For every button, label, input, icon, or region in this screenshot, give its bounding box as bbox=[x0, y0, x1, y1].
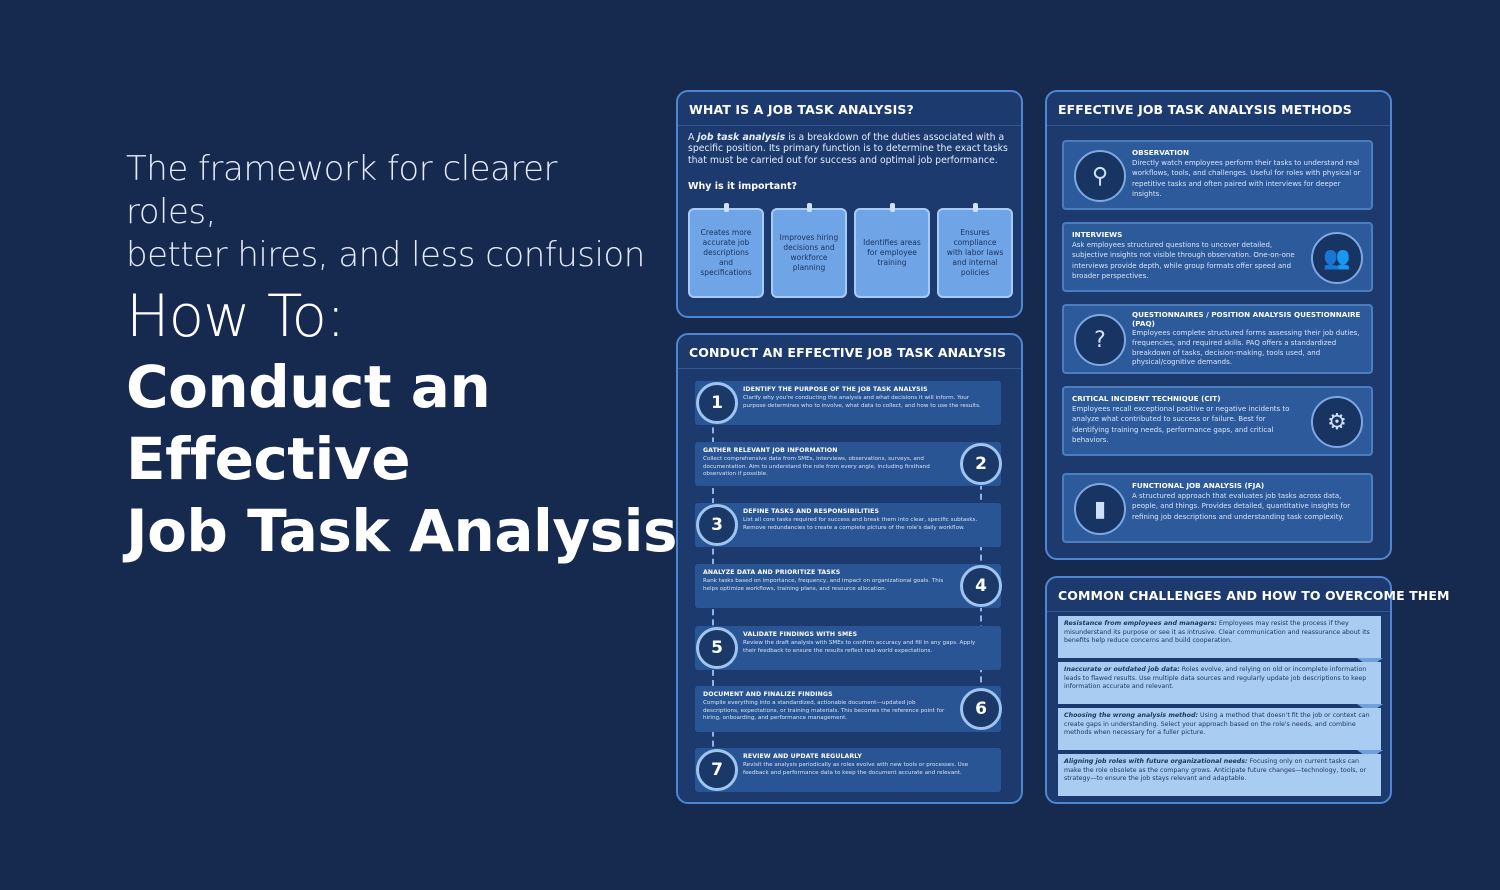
method-desc: Employees complete structured forms asse… bbox=[1132, 329, 1360, 367]
step-card: GATHER RELEVANT JOB INFORMATION Collect … bbox=[695, 442, 1001, 486]
challenge-text: Using a method that doesn't fit the job … bbox=[1064, 712, 1370, 737]
challenge-text: Focusing only on current tasks can make … bbox=[1064, 758, 1367, 783]
method-card-cit: ⚙ CRITICAL INCIDENT TECHNIQUE (CIT) Empl… bbox=[1062, 386, 1373, 456]
method-card-interviews: 👥 INTERVIEWS Ask employees structured qu… bbox=[1062, 222, 1373, 292]
intro-prefix: A bbox=[688, 132, 698, 143]
challenge-item: Resistance from employees and managers: … bbox=[1058, 616, 1383, 667]
method-card-observation: ⚲ OBSERVATION Directly watch employees p… bbox=[1062, 140, 1373, 210]
method-desc: A structured approach that evaluates job… bbox=[1132, 492, 1351, 521]
conduct-panel: CONDUCT AN EFFECTIVE JOB TASK ANALYSIS I… bbox=[676, 333, 1023, 804]
reason-card: Identifies areas for employee training bbox=[854, 203, 930, 298]
step-number-badge: 4 bbox=[960, 565, 1002, 607]
step-title: IDENTIFY THE PURPOSE OF THE JOB TASK ANA… bbox=[743, 386, 928, 393]
step-card: DEFINE TASKS AND RESPONSIBILITIES List a… bbox=[695, 503, 1001, 547]
methods-title: EFFECTIVE JOB TASK ANALYSIS METHODS bbox=[1047, 92, 1390, 126]
tagline-line-1: The framework for clearer roles, bbox=[126, 149, 558, 232]
what-is-panel: WHAT IS A JOB TASK ANALYSIS? A job task … bbox=[676, 90, 1023, 318]
what-is-intro: A job task analysis is a breakdown of th… bbox=[688, 132, 1013, 166]
reason-card: Creates more accurate job descriptions a… bbox=[688, 203, 764, 298]
step-title: DOCUMENT AND FINALIZE FINDINGS bbox=[703, 691, 833, 698]
method-title: INTERVIEWS bbox=[1072, 230, 1123, 239]
intro-rest: is a breakdown of the duties associated … bbox=[688, 132, 1008, 166]
step-number-badge: 1 bbox=[696, 382, 738, 424]
reason-text: Creates more accurate job descriptions a… bbox=[700, 228, 752, 277]
step-number-badge: 7 bbox=[696, 749, 738, 791]
method-title: FUNCTIONAL JOB ANALYSIS (FJA) bbox=[1132, 481, 1265, 490]
gear-alert-icon: ⚙ bbox=[1311, 396, 1363, 448]
challenge-label: Inaccurate or outdated job data: bbox=[1064, 666, 1180, 673]
step-card: REVIEW AND UPDATE REGULARLY Revisit the … bbox=[695, 748, 1001, 792]
magnifier-icon: ⚲ bbox=[1074, 150, 1126, 202]
method-card-fja: ▮ FUNCTIONAL JOB ANALYSIS (FJA) A struct… bbox=[1062, 473, 1373, 543]
step-card: VALIDATE FINDINGS WITH SMES Review the d… bbox=[695, 626, 1001, 670]
challenge-item: Inaccurate or outdated job data: Roles e… bbox=[1058, 662, 1383, 713]
pin-icon bbox=[724, 203, 729, 212]
pin-icon bbox=[807, 203, 812, 212]
step-title: DEFINE TASKS AND RESPONSIBILITIES bbox=[743, 508, 880, 515]
reason-card: Ensures compliance with labor laws and i… bbox=[937, 203, 1013, 298]
pin-icon bbox=[890, 203, 895, 212]
step-card: ANALYZE DATA AND PRIORITIZE TASKS Rank t… bbox=[695, 564, 1001, 608]
method-title: CRITICAL INCIDENT TECHNIQUE (CIT) bbox=[1072, 394, 1221, 403]
challenges-panel: COMMON CHALLENGES AND HOW TO OVERCOME TH… bbox=[1045, 576, 1449, 804]
questionnaire-icon: ? bbox=[1074, 314, 1126, 366]
step-number-badge: 5 bbox=[696, 627, 738, 669]
challenges-title: COMMON CHALLENGES AND HOW TO OVERCOME TH… bbox=[1047, 578, 1449, 612]
method-desc: Ask employees structured questions to un… bbox=[1072, 241, 1295, 280]
method-desc: Directly watch employees perform their t… bbox=[1132, 159, 1361, 198]
step-desc: Rank tasks based on importance, frequenc… bbox=[703, 578, 944, 592]
step-title: ANALYZE DATA AND PRIORITIZE TASKS bbox=[703, 569, 841, 576]
method-desc: Employees recall exceptional positive or… bbox=[1072, 405, 1290, 444]
how-to-label: How To: bbox=[126, 282, 346, 350]
method-card-questionnaires: ? QUESTIONNAIRES / POSITION ANALYSIS QUE… bbox=[1062, 304, 1373, 374]
hero: The framework for clearer roles, better … bbox=[126, 148, 678, 567]
challenge-item: Choosing the wrong analysis method: Usin… bbox=[1058, 708, 1383, 759]
conduct-title: CONDUCT AN EFFECTIVE JOB TASK ANALYSIS bbox=[678, 335, 1021, 369]
step-desc: Compile everything into a standardized, … bbox=[703, 700, 945, 721]
tagline-line-2: better hires, and less confusion bbox=[126, 235, 645, 275]
challenge-text: Roles evolve, and relying on old or inco… bbox=[1064, 666, 1367, 691]
step-title: REVIEW AND UPDATE REGULARLY bbox=[743, 753, 862, 760]
step-title: VALIDATE FINDINGS WITH SMES bbox=[743, 631, 858, 638]
method-title: OBSERVATION bbox=[1132, 148, 1189, 157]
step-desc: Collect comprehensive data from SMEs, in… bbox=[703, 456, 930, 477]
intro-term: job task analysis bbox=[697, 132, 786, 143]
step-desc: Review the draft analysis with SMEs to c… bbox=[743, 640, 976, 654]
challenge-label: Aligning job roles with future organizat… bbox=[1064, 758, 1248, 765]
step-number-badge: 6 bbox=[960, 688, 1002, 730]
step-card: DOCUMENT AND FINALIZE FINDINGS Compile e… bbox=[695, 686, 1001, 732]
methods-panel: EFFECTIVE JOB TASK ANALYSIS METHODS ⚲ OB… bbox=[1045, 90, 1392, 560]
step-title: GATHER RELEVANT JOB INFORMATION bbox=[703, 447, 838, 454]
challenge-label: Resistance from employees and managers: bbox=[1064, 620, 1217, 627]
why-important-label: Why is it important? bbox=[688, 181, 797, 192]
challenge-label: Choosing the wrong analysis method: bbox=[1064, 712, 1198, 719]
people-icon: 👥 bbox=[1311, 232, 1363, 284]
what-is-title: WHAT IS A JOB TASK ANALYSIS? bbox=[678, 92, 1021, 126]
step-number-badge: 2 bbox=[960, 443, 1002, 485]
reason-text: Improves hiring decisions and workforce … bbox=[779, 233, 839, 272]
step-card: IDENTIFY THE PURPOSE OF THE JOB TASK ANA… bbox=[695, 381, 1001, 425]
step-desc: List all core tasks required for success… bbox=[743, 517, 978, 531]
method-title: QUESTIONNAIRES / POSITION ANALYSIS QUEST… bbox=[1132, 310, 1361, 328]
reason-text: Ensures compliance with labor laws and i… bbox=[946, 228, 1004, 277]
title-line-3: Job Task Analysis bbox=[126, 497, 678, 565]
reason-card: Improves hiring decisions and workforce … bbox=[771, 203, 847, 298]
chart-icon: ▮ bbox=[1074, 483, 1126, 535]
title-line-1: Conduct an bbox=[126, 353, 491, 421]
reason-text: Identifies areas for employee training bbox=[863, 238, 921, 267]
challenge-text: Employees may resist the process if they… bbox=[1064, 620, 1370, 645]
pin-icon bbox=[973, 203, 978, 212]
step-desc: Revisit the analysis periodically as rol… bbox=[743, 762, 969, 776]
step-number-badge: 3 bbox=[696, 504, 738, 546]
step-desc: Clarify why you're conducting the analys… bbox=[743, 395, 981, 409]
title-line-2: Effective bbox=[126, 425, 411, 493]
challenge-item: Aligning job roles with future organizat… bbox=[1058, 754, 1381, 796]
